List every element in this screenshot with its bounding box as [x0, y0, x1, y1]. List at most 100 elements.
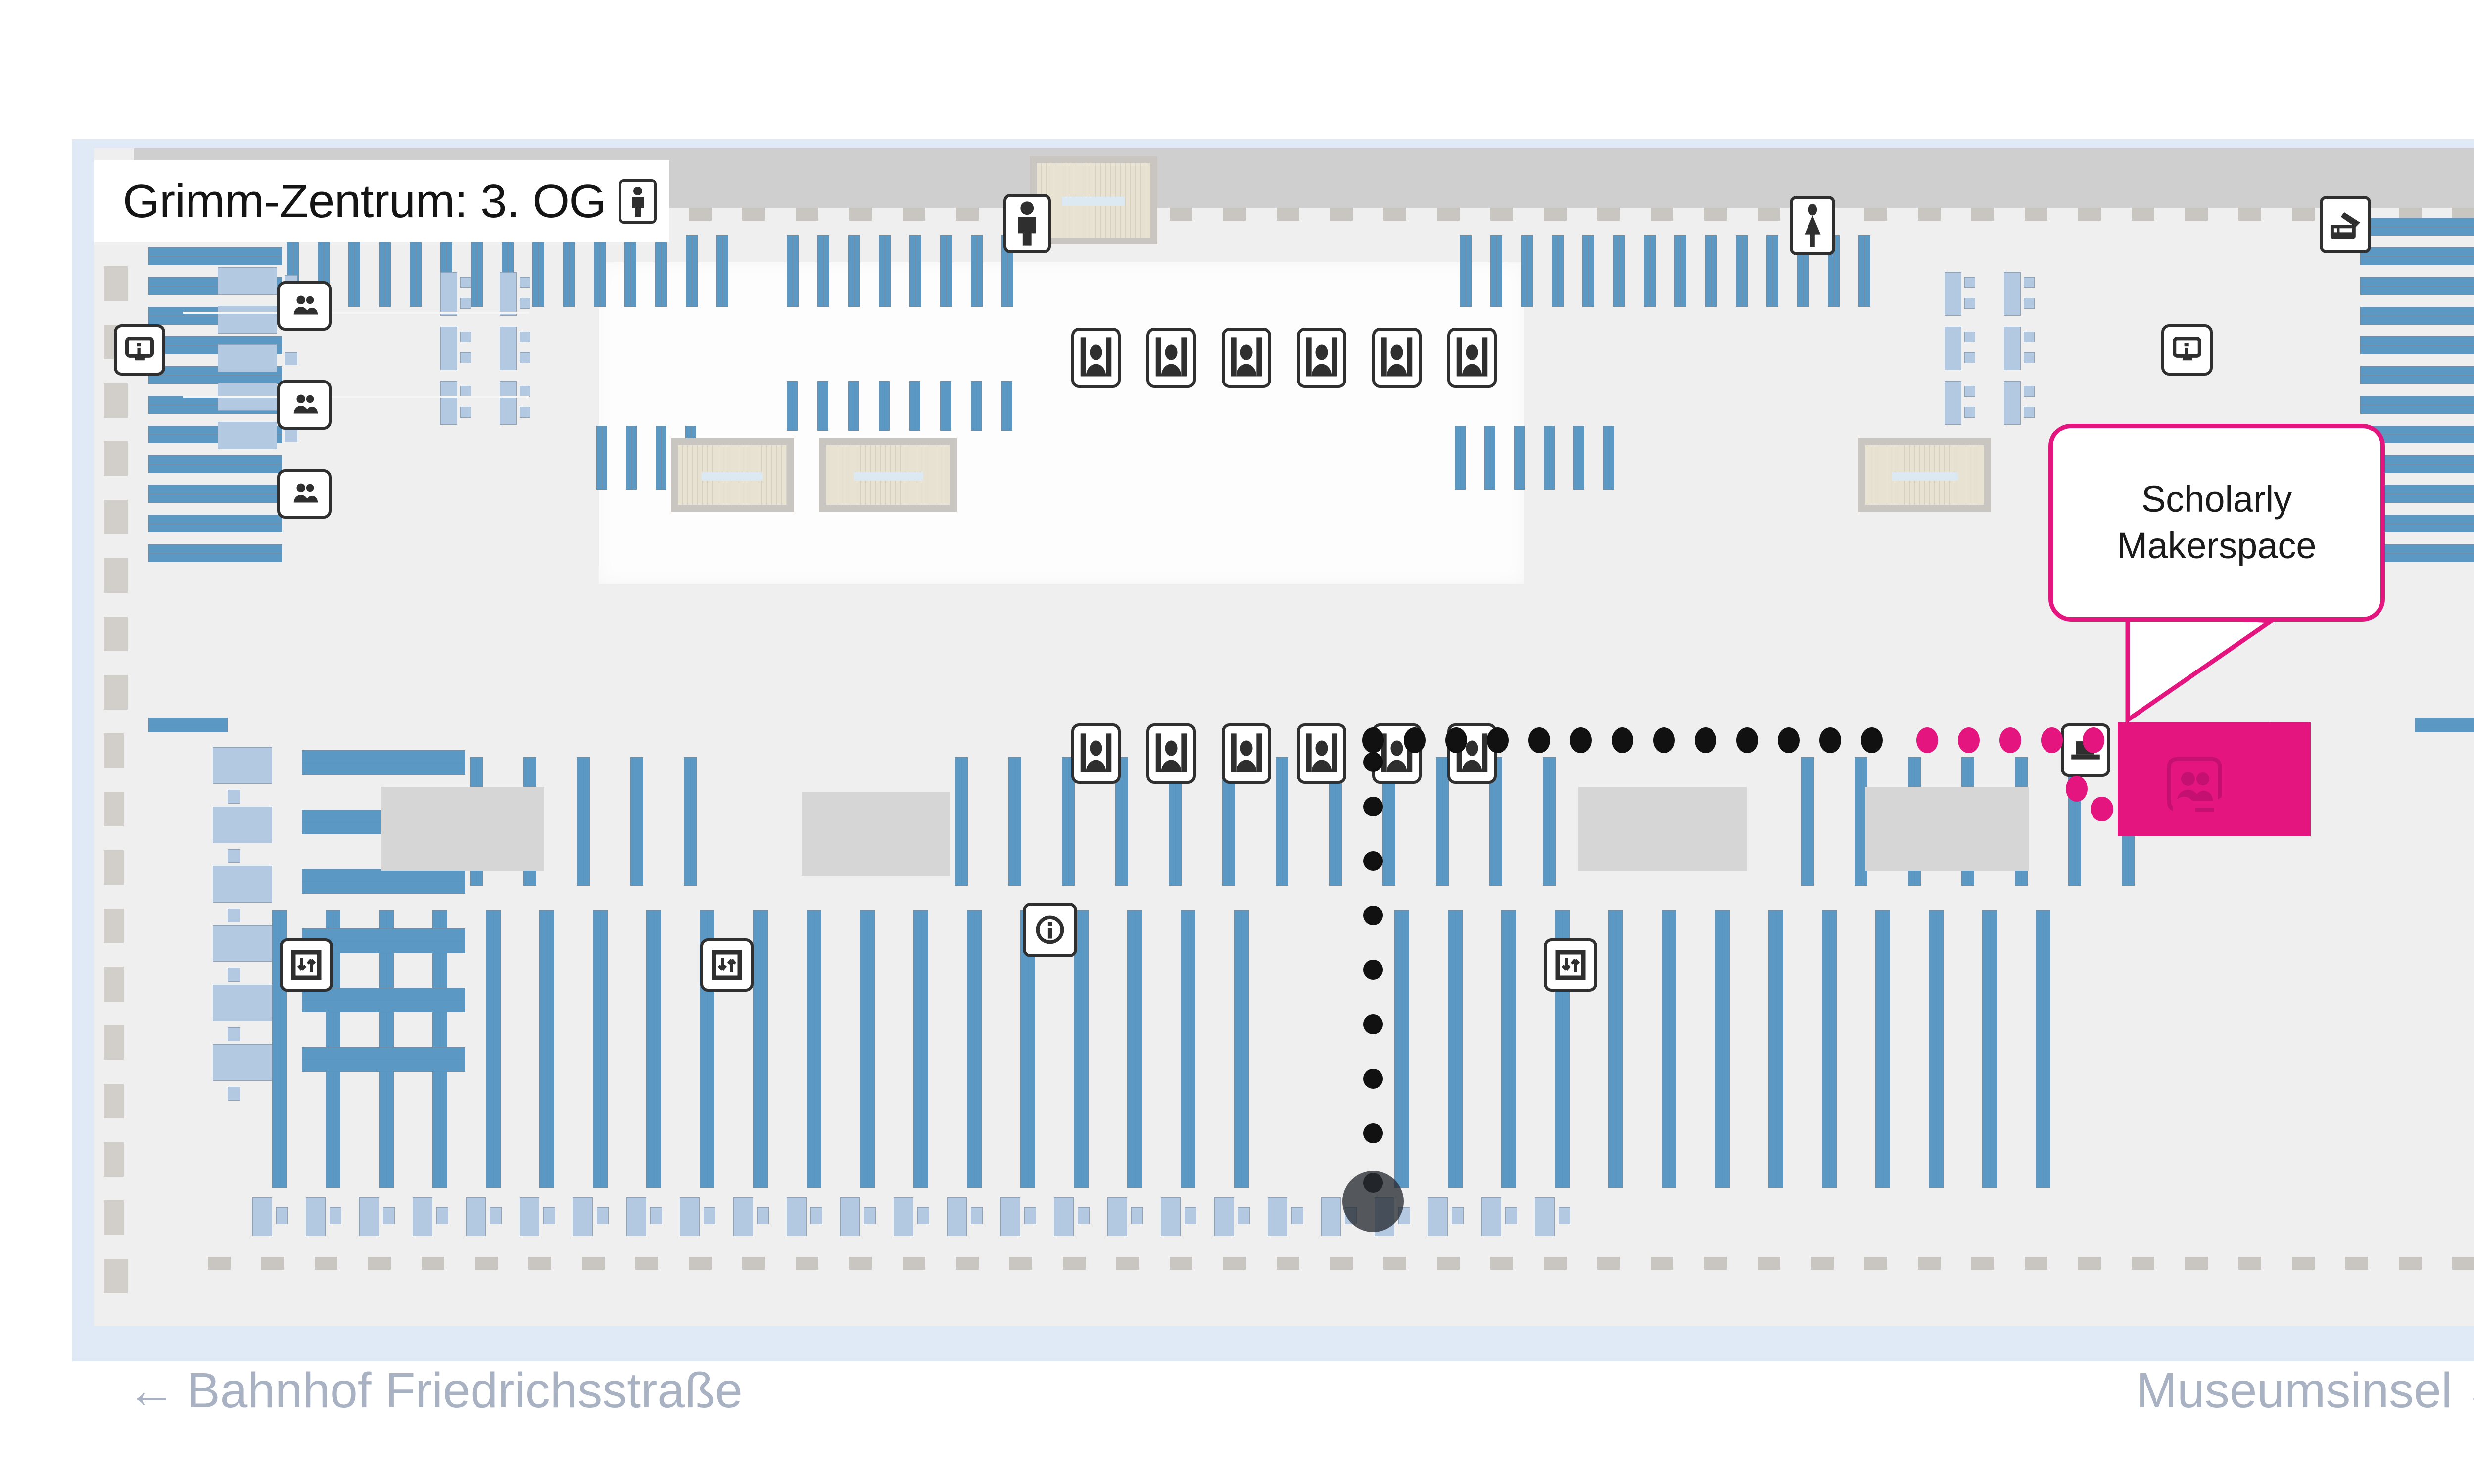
- bookshelf-run: [1127, 910, 1142, 1188]
- bookshelf-run: [686, 235, 698, 307]
- reading-carrel-icon[interactable]: [1071, 328, 1121, 388]
- column-marker: [2132, 208, 2154, 221]
- reading-carrel-icon[interactable]: [1372, 328, 1422, 388]
- reading-desk: [500, 272, 517, 316]
- chair: [520, 386, 530, 397]
- column-marker: [208, 1257, 231, 1270]
- callout-scholarly-makerspace[interactable]: Scholarly Makerspace: [2048, 424, 2385, 724]
- chair: [1131, 1207, 1143, 1224]
- reading-carrel-icon[interactable]: [1222, 328, 1271, 388]
- bookshelf-run: [626, 426, 637, 490]
- bookshelf-run: [655, 235, 667, 307]
- bookshelf-run: [753, 910, 768, 1188]
- route-dot-remaining: [2132, 797, 2154, 821]
- bookshelf-run: [1501, 910, 1516, 1188]
- bookshelf-run: [807, 910, 821, 1188]
- reading-carrel-icon[interactable]: [1146, 723, 1196, 784]
- reading-carrel-icon[interactable]: [1071, 723, 1121, 784]
- group-study-icon[interactable]: [277, 469, 332, 519]
- column-marker: [1330, 208, 1353, 221]
- route-dot: [1653, 727, 1675, 753]
- bookshelf-run: [1603, 426, 1614, 490]
- reading-desk: [1161, 1197, 1181, 1236]
- elevator-icon[interactable]: [1544, 938, 1597, 992]
- column-marker: [2078, 208, 2101, 221]
- bookshelf-run: [302, 750, 465, 775]
- column-marker: [1651, 1257, 1673, 1270]
- service-block: [381, 787, 544, 871]
- column-marker: [1170, 208, 1192, 221]
- info-icon[interactable]: [1023, 903, 1077, 957]
- bookshelf-run: [302, 1047, 465, 1072]
- chair: [228, 790, 240, 804]
- column-marker: [1063, 1257, 1086, 1270]
- service-block: [802, 792, 950, 876]
- route-dot-remaining: [2173, 797, 2195, 821]
- column-marker: [1758, 1257, 1780, 1270]
- info-terminal-icon[interactable]: [2161, 324, 2213, 376]
- bookshelf-run: [539, 910, 554, 1188]
- chair: [971, 1207, 983, 1224]
- nav-previous-station[interactable]: ← Bahnhof Friedrichsstraße: [127, 1362, 743, 1419]
- column-marker: [1223, 1257, 1246, 1270]
- floor-plan[interactable]: [94, 148, 2474, 1326]
- person-icon[interactable]: [1003, 194, 1051, 253]
- bookshelf-run: [1801, 757, 1814, 886]
- column-marker: [796, 1257, 818, 1270]
- route-dot: [1363, 1123, 1383, 1143]
- bookshelf-run: [2036, 910, 2050, 1188]
- route-dot: [1363, 797, 1383, 816]
- chair: [520, 298, 530, 309]
- scanner-icon[interactable]: [2320, 196, 2371, 253]
- bookshelf-run: [913, 910, 928, 1188]
- column-marker: [475, 1257, 498, 1270]
- chair: [1505, 1207, 1517, 1224]
- route-dot: [1570, 727, 1592, 753]
- nav-next-station[interactable]: Museumsinsel →: [2136, 1362, 2474, 1419]
- group-study-icon[interactable]: [277, 380, 332, 430]
- person-slim-icon[interactable]: [1790, 196, 1835, 255]
- bookshelf-run: [1608, 910, 1623, 1188]
- reading-carrel-icon[interactable]: [1222, 723, 1271, 784]
- column-marker: [956, 208, 979, 221]
- route-dot: [1363, 1014, 1383, 1034]
- bookshelf-run: [148, 247, 282, 265]
- bookshelf-run: [787, 381, 798, 431]
- reading-carrel-icon[interactable]: [1297, 723, 1346, 784]
- route-dot-remaining: [2091, 797, 2113, 821]
- chair: [704, 1207, 715, 1224]
- reading-carrel-icon[interactable]: [1297, 328, 1346, 388]
- reading-desk: [2004, 327, 2021, 370]
- reading-desk: [1945, 272, 1961, 316]
- chair: [276, 1207, 288, 1224]
- reading-desk: [1214, 1197, 1234, 1236]
- column-marker: [315, 1257, 337, 1270]
- reading-desk: [413, 1197, 432, 1236]
- route-dot: [1778, 727, 1800, 753]
- bookshelf-run: [1582, 235, 1594, 307]
- reading-desk: [520, 1197, 539, 1236]
- chair: [1452, 1207, 1464, 1224]
- column-marker: [1490, 1257, 1513, 1270]
- chair: [597, 1207, 609, 1224]
- service-block: [1865, 787, 2029, 871]
- reading-carrel-icon[interactable]: [1447, 328, 1497, 388]
- chair: [1024, 1207, 1036, 1224]
- bookshelf-run: [594, 235, 606, 307]
- bookshelf-run: [148, 455, 282, 473]
- bookshelf-run: [148, 485, 282, 503]
- chair: [285, 352, 297, 365]
- info-terminal-icon[interactable]: [114, 324, 165, 376]
- column-marker: [1170, 1257, 1192, 1270]
- staircase: [1865, 445, 1984, 505]
- column-marker: [2025, 208, 2047, 221]
- chair: [460, 332, 471, 342]
- reading-desk: [1428, 1197, 1448, 1236]
- elevator-icon[interactable]: [700, 938, 754, 992]
- reading-carrel-icon[interactable]: [1146, 328, 1196, 388]
- elevator-icon[interactable]: [280, 938, 333, 992]
- group-study-icon[interactable]: [277, 281, 332, 331]
- bookshelf-run: [148, 718, 228, 734]
- reading-desk: [218, 267, 277, 295]
- person-icon: [618, 179, 657, 224]
